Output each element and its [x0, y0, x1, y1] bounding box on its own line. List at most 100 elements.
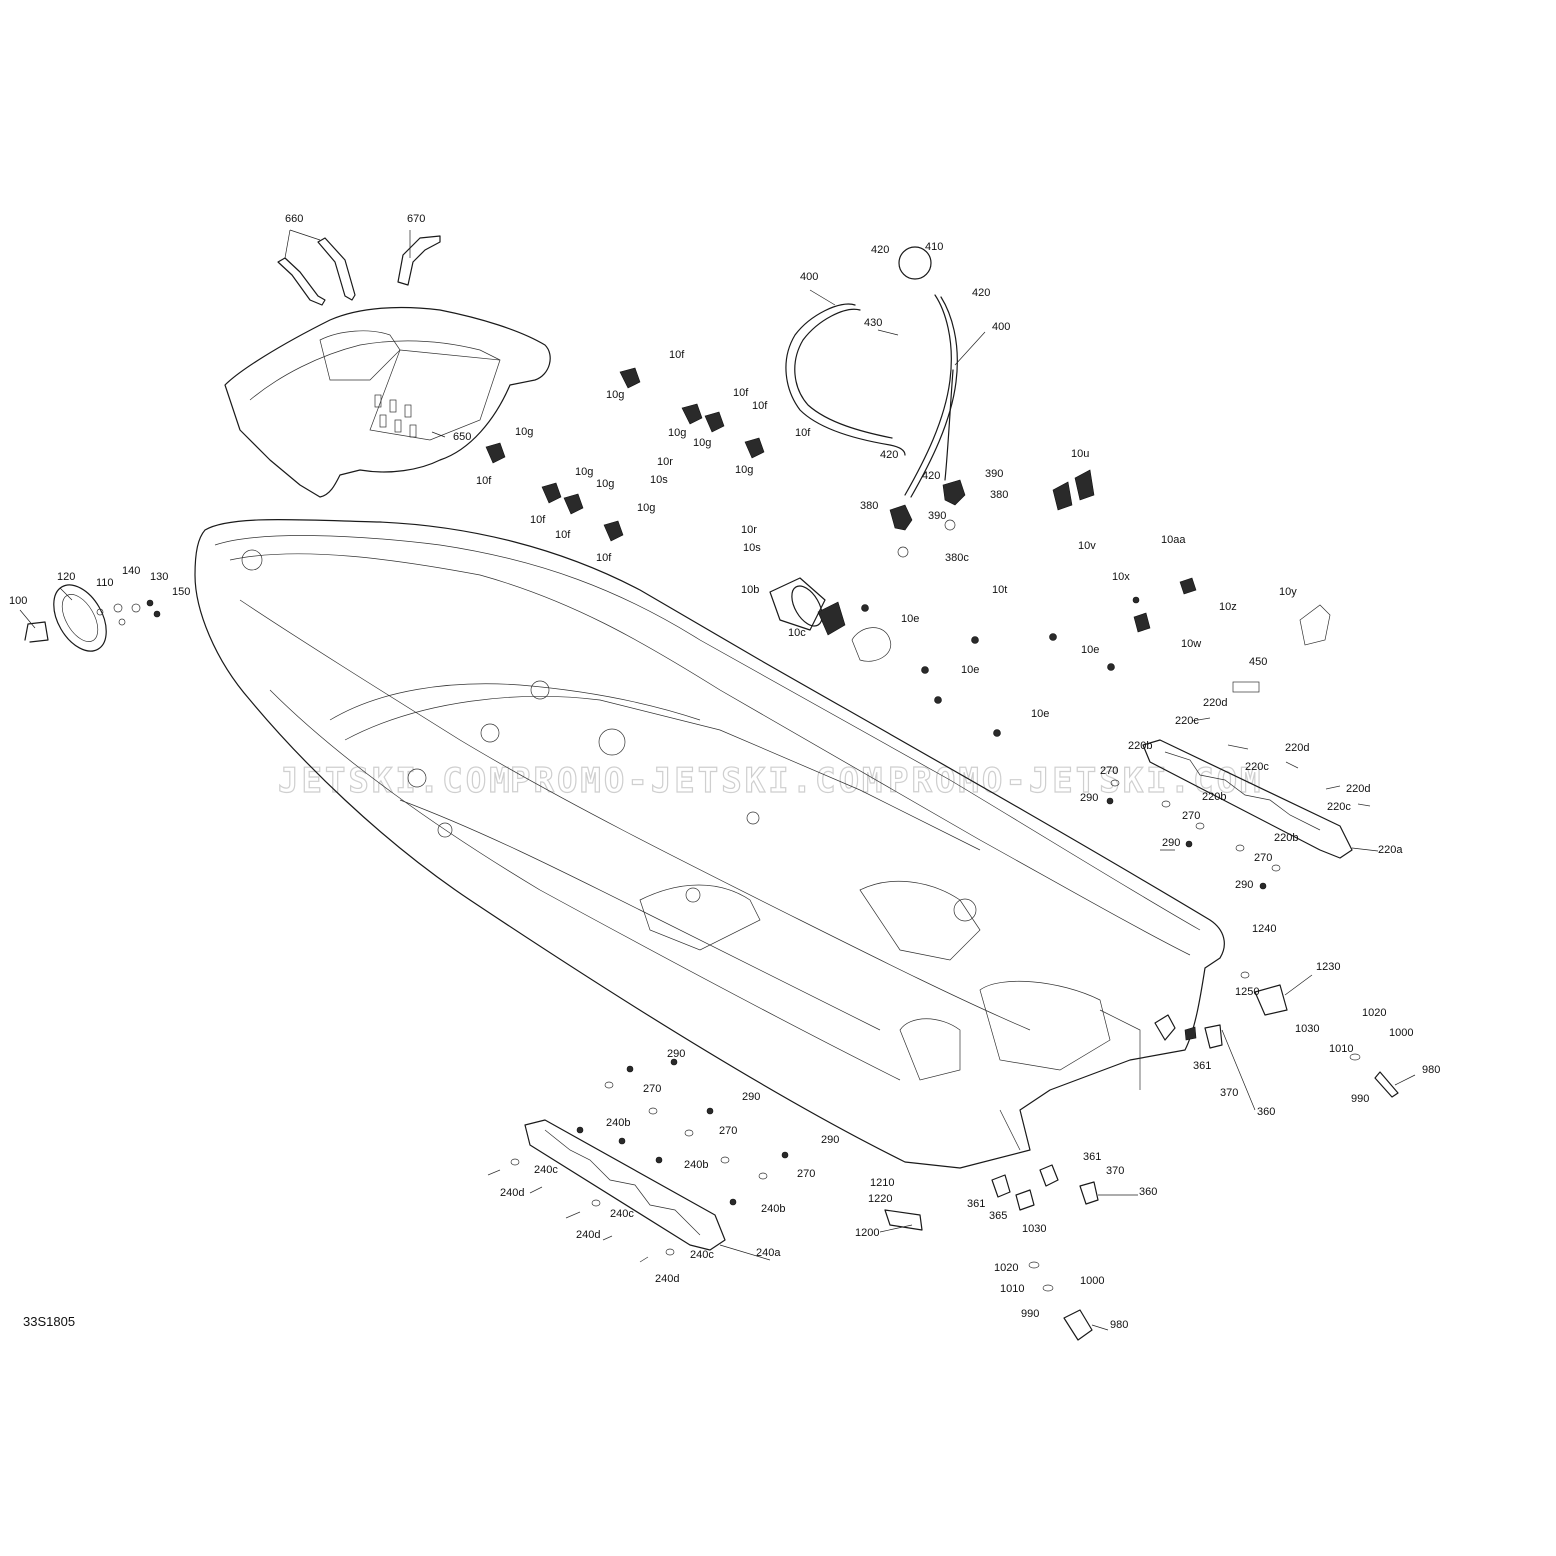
part-label-10g: 10g: [575, 466, 593, 478]
part-label-150: 150: [172, 586, 190, 598]
part-label-290: 290: [667, 1048, 685, 1060]
part-label-390: 390: [928, 510, 946, 522]
sponson-220a: [1142, 739, 1353, 859]
part-label-1220: 1220: [868, 1193, 892, 1205]
part-label-370: 370: [1106, 1165, 1124, 1177]
part-label-10g: 10g: [515, 426, 533, 438]
part-label-240d: 240d: [576, 1229, 600, 1241]
part-label-1010: 1010: [1329, 1043, 1353, 1055]
part-label-410: 410: [925, 241, 943, 253]
part-label-10e: 10e: [961, 664, 979, 676]
watermark-2: PROMO-JETSKI.COM: [510, 761, 886, 801]
part-label-1030: 1030: [1295, 1023, 1319, 1035]
part-label-220d: 220d: [1203, 697, 1227, 709]
part-label-240c: 240c: [534, 1164, 558, 1176]
part-label-10e: 10e: [901, 613, 919, 625]
part-label-10r: 10r: [741, 524, 757, 536]
part-label-240c: 240c: [610, 1208, 634, 1220]
part-label-240d: 240d: [500, 1187, 524, 1199]
part-label-290: 290: [1080, 792, 1098, 804]
part-label-365: 365: [989, 1210, 1007, 1222]
part-label-10e: 10e: [1031, 708, 1049, 720]
watermark-1: JETSKI.COM: [278, 761, 513, 801]
part-label-110: 110: [96, 577, 114, 589]
part-label-10s: 10s: [650, 474, 668, 486]
sleeve-10b: [769, 577, 892, 662]
part-label-240b: 240b: [761, 1203, 785, 1215]
part-label-10e: 10e: [1081, 644, 1099, 656]
part-label-220c: 220c: [1245, 761, 1269, 773]
part-label-10x: 10x: [1112, 571, 1130, 583]
part-label-10aa: 10aa: [1161, 534, 1186, 546]
part-label-420: 420: [972, 287, 990, 299]
part-label-990: 990: [1351, 1093, 1369, 1105]
part-label-380: 380: [860, 500, 878, 512]
part-label-10g: 10g: [668, 427, 686, 439]
part-label-240b: 240b: [606, 1117, 630, 1129]
sponson-240a: [524, 1119, 726, 1251]
part-label-10r: 10r: [657, 456, 673, 468]
clips: [485, 367, 1331, 737]
part-label-430: 430: [864, 317, 882, 329]
hull: [194, 518, 1225, 1169]
part-label-10b: 10b: [741, 584, 759, 596]
part-label-290: 290: [742, 1091, 760, 1103]
part-label-10v: 10v: [1078, 540, 1096, 552]
part-label-361: 361: [1193, 1060, 1211, 1072]
part-label-10f: 10f: [555, 529, 571, 541]
part-label-240a: 240a: [756, 1247, 781, 1259]
part-label-360: 360: [1257, 1106, 1275, 1118]
part-label-361: 361: [1083, 1151, 1101, 1163]
part-label-270: 270: [1254, 852, 1272, 864]
part-label-370: 370: [1220, 1087, 1238, 1099]
part-label-380c: 380c: [945, 552, 969, 564]
part-label-10f: 10f: [752, 400, 768, 412]
part-label-270: 270: [719, 1125, 737, 1137]
part-label-1200: 1200: [855, 1227, 879, 1239]
part-label-10f: 10f: [795, 427, 811, 439]
deck-top-650: [224, 306, 551, 498]
part-label-130: 130: [150, 571, 168, 583]
part-label-10g: 10g: [693, 437, 711, 449]
part-label-220c: 220c: [1175, 715, 1199, 727]
part-label-420: 420: [871, 244, 889, 256]
part-label-420: 420: [922, 470, 940, 482]
cover-120: [24, 584, 161, 652]
part-label-220b: 220b: [1274, 832, 1298, 844]
diagram-reference: 33S1805: [23, 1314, 75, 1329]
part-label-10g: 10g: [606, 389, 624, 401]
watermark: JETSKI.COM PROMO-JETSKI.COM PROMO-JETSKI…: [277, 760, 1261, 801]
fasteners: [487, 717, 1371, 1263]
part-label-140: 140: [122, 565, 140, 577]
part-label-1020: 1020: [1362, 1007, 1386, 1019]
hoses-400: [785, 246, 958, 498]
part-label-240b: 240b: [684, 1159, 708, 1171]
part-label-1240: 1240: [1252, 923, 1276, 935]
part-label-360: 360: [1139, 1186, 1157, 1198]
part-label-290: 290: [1235, 879, 1253, 891]
part-label-10f: 10f: [596, 552, 612, 564]
part-label-390: 390: [985, 468, 1003, 480]
part-label-10g: 10g: [637, 502, 655, 514]
part-label-670: 670: [407, 213, 425, 225]
part-label-270: 270: [797, 1168, 815, 1180]
part-label-220d: 220d: [1285, 742, 1309, 754]
part-label-220a: 220a: [1378, 844, 1403, 856]
part-label-10y: 10y: [1279, 586, 1297, 598]
part-label-660: 660: [285, 213, 303, 225]
part-label-400: 400: [800, 271, 818, 283]
part-label-10f: 10f: [733, 387, 749, 399]
part-label-10z: 10z: [1219, 601, 1237, 613]
part-label-1000: 1000: [1389, 1027, 1413, 1039]
part-label-361: 361: [967, 1198, 985, 1210]
part-label-240c: 240c: [690, 1249, 714, 1261]
fittings-380: [889, 479, 966, 558]
part-label-10g: 10g: [596, 478, 614, 490]
part-label-270: 270: [1100, 765, 1118, 777]
grab-handles: [277, 235, 441, 306]
part-label-1000: 1000: [1080, 1275, 1104, 1287]
part-label-120: 120: [57, 571, 75, 583]
part-label-10u: 10u: [1071, 448, 1089, 460]
